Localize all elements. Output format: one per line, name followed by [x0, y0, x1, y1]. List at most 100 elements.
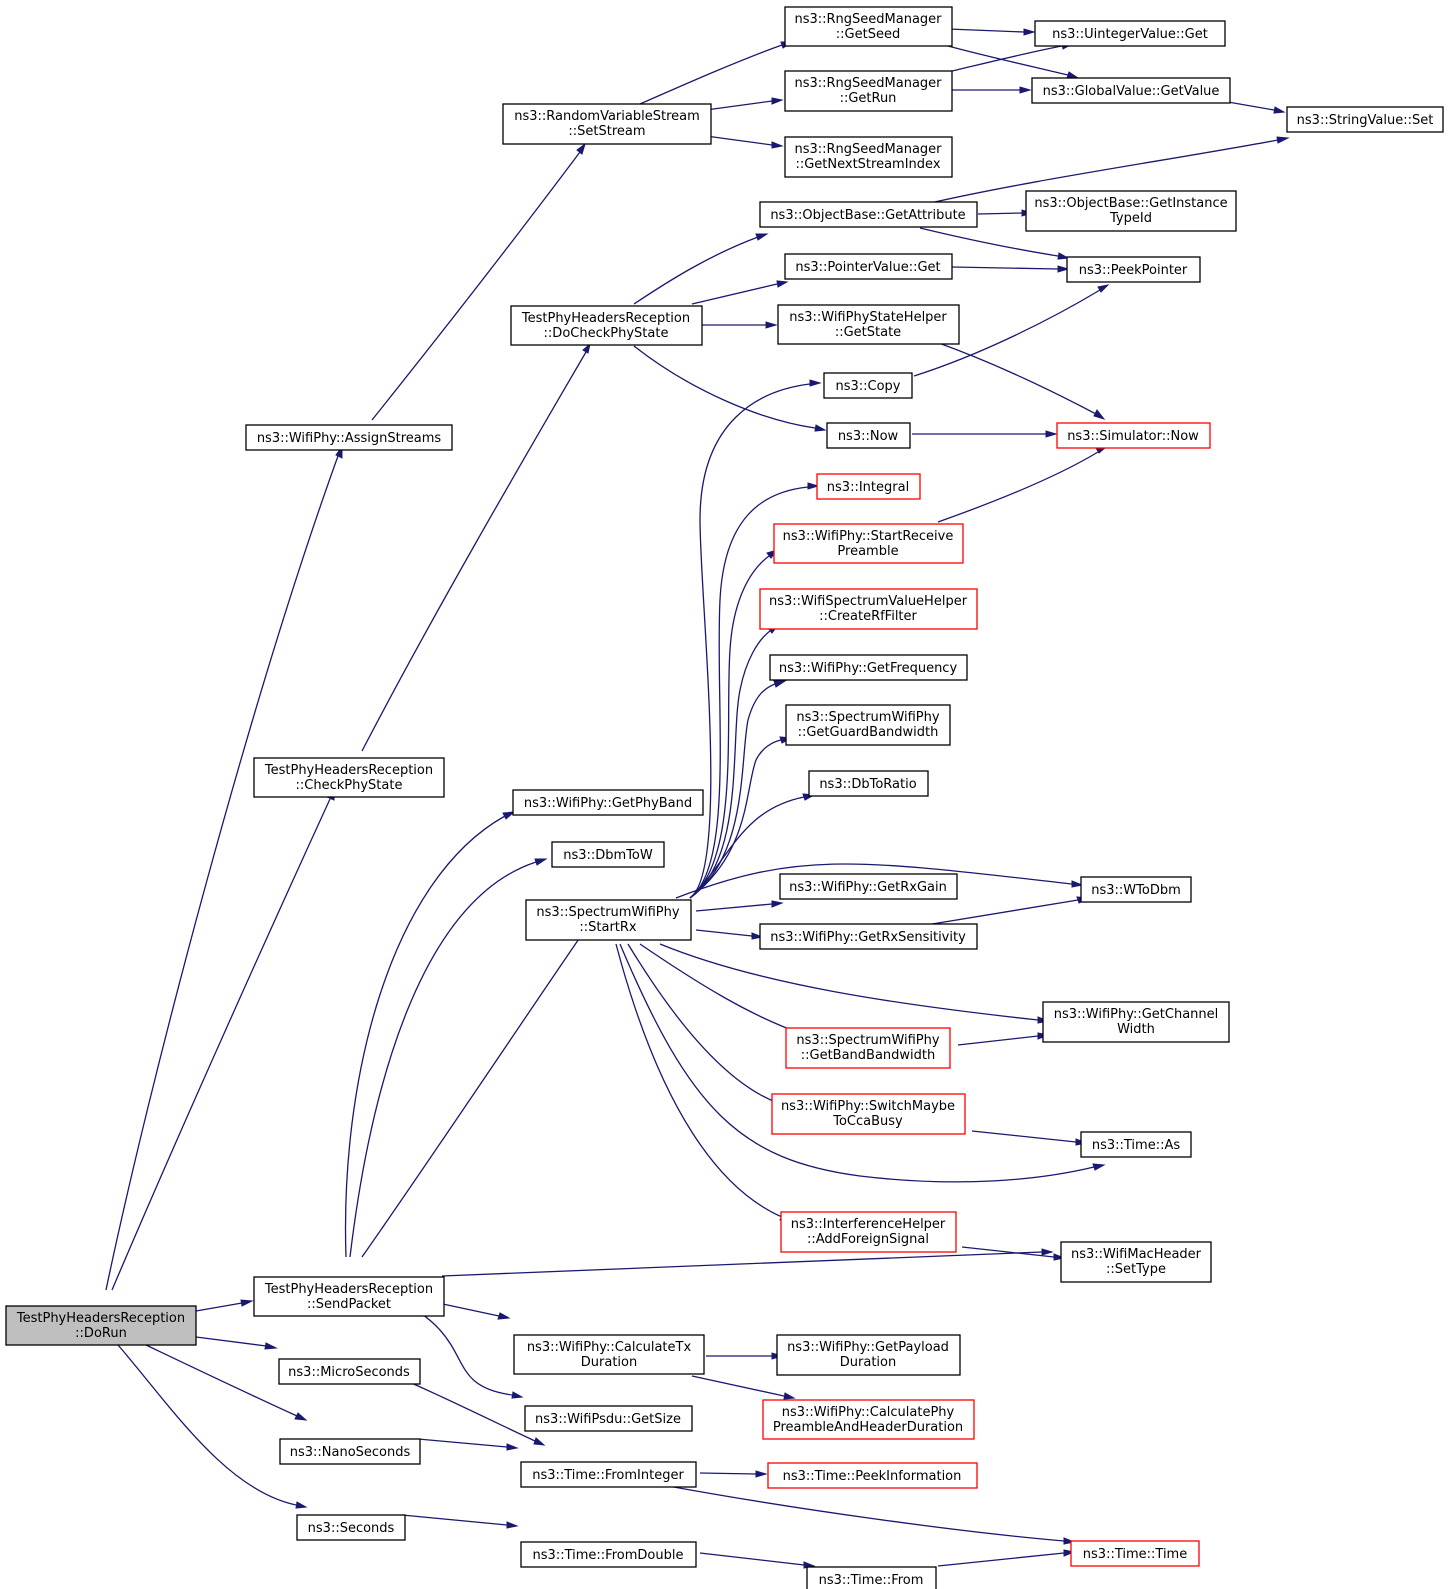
edge-startrx-copy [689, 379, 822, 899]
node-from[interactable]: ns3::Time::From [806, 1566, 937, 1589]
node-simnow[interactable]: ns3::Simulator::Now [1056, 422, 1211, 449]
node-timeas-line1: ns3::Time::As [1092, 1138, 1181, 1153]
edge-dorun-nano [145, 1344, 308, 1421]
edge-startrx-chanwidth [659, 943, 1050, 1024]
node-copy-box [823, 372, 913, 399]
edge-switchcca-timeas [971, 1130, 1088, 1146]
function-nodes: TestPhyHeadersReception::DoRun ns3::Wifi… [5, 6, 1444, 1589]
node-bandbw-line1: ns3::SpectrumWifiPhy [796, 1033, 939, 1048]
edge-getattr-gettypeid [977, 209, 1034, 217]
node-guardbw[interactable]: ns3::SpectrumWifiPhy::GetGuardBandwidth [785, 704, 951, 746]
node-timeas[interactable]: ns3::Time::As [1080, 1131, 1192, 1158]
node-integral[interactable]: ns3::Integral [816, 473, 921, 500]
node-peekinfo[interactable]: ns3::Time::PeekInformation [767, 1462, 978, 1489]
node-checkphy-line2: ::CheckPhyState [296, 778, 403, 793]
node-getnext[interactable]: ns3::RngSeedManager::GetNextStreamIndex [784, 136, 953, 178]
node-uintget[interactable]: ns3::UintegerValue::Get [1034, 20, 1226, 47]
node-calctx-line2: Duration [581, 1355, 637, 1370]
node-setstream[interactable]: ns3::RandomVariableStream::SetStream [502, 103, 712, 145]
node-dorun[interactable]: TestPhyHeadersReception::DoRun [5, 1305, 197, 1346]
node-fromdouble-box [520, 1541, 697, 1568]
node-docheck-box [510, 305, 703, 346]
node-assign[interactable]: ns3::WifiPhy::AssignStreams [245, 424, 453, 451]
node-createrf-box [759, 588, 978, 630]
node-peekptr[interactable]: ns3::PeekPointer [1066, 256, 1201, 283]
node-wtodbm[interactable]: ns3::WToDbm [1080, 876, 1192, 903]
node-dorun-box [5, 1305, 197, 1346]
edge-getrun-uintget [947, 42, 1074, 73]
node-bandbw[interactable]: ns3::SpectrumWifiPhy::GetBandBandwidth [785, 1027, 951, 1069]
node-addforeign-line1: ns3::InterferenceHelper [791, 1217, 946, 1232]
node-getphyband[interactable]: ns3::WifiPhy::GetPhyBand [512, 789, 704, 816]
node-assign-line1: ns3::WifiPhy::AssignStreams [257, 431, 442, 446]
node-checkphy[interactable]: TestPhyHeadersReception::CheckPhyState [253, 757, 445, 798]
node-calcpre[interactable]: ns3::WifiPhy::CalculatePhyPreambleAndHea… [762, 1399, 975, 1440]
node-sendpkt-line1: TestPhyHeadersReception [264, 1282, 433, 1297]
node-getstate[interactable]: ns3::WifiPhyStateHelper::GetState [777, 304, 960, 345]
edge-getseed-getvalue [947, 45, 1080, 79]
node-getattr-line1: ns3::ObjectBase::GetAttribute [770, 208, 965, 223]
edge-now-simnow [912, 430, 1058, 438]
edge-startrx-switchcca [627, 943, 789, 1108]
node-dbmtow[interactable]: ns3::DbmToW [551, 841, 665, 868]
node-getrun[interactable]: ns3::RngSeedManager::GetRun [784, 70, 953, 112]
node-settype[interactable]: ns3::WifiMacHeader::SetType [1060, 1241, 1212, 1283]
node-createrf-line2: ::CreateRfFilter [819, 609, 917, 624]
node-checkphy-box [253, 757, 445, 798]
node-now[interactable]: ns3::Now [826, 422, 911, 449]
node-addforeign[interactable]: ns3::InterferenceHelper::AddForeignSigna… [780, 1211, 957, 1253]
node-simnow-line1: ns3::Simulator::Now [1067, 429, 1199, 444]
node-peekinfo-box [767, 1462, 978, 1489]
node-frominteger[interactable]: ns3::Time::FromInteger [520, 1461, 697, 1488]
node-getseed[interactable]: ns3::RngSeedManager::GetSeed [784, 6, 953, 47]
node-dbtoratio-box [808, 770, 929, 797]
node-micro[interactable]: ns3::MicroSeconds [278, 1358, 421, 1385]
node-ptrget[interactable]: ns3::PointerValue::Get [784, 253, 953, 280]
node-sendpkt[interactable]: TestPhyHeadersReception::SendPacket [253, 1276, 445, 1317]
node-getrxgain[interactable]: ns3::WifiPhy::GetRxGain [779, 873, 958, 900]
node-getfreq[interactable]: ns3::WifiPhy::GetFrequency [769, 654, 968, 681]
edge-startrx-createrf [689, 624, 780, 899]
node-psdusize[interactable]: ns3::WifiPsdu::GetSize [524, 1405, 693, 1432]
edge-startrx-getrxsens [695, 929, 764, 940]
node-nano[interactable]: ns3::NanoSeconds [279, 1438, 421, 1465]
node-seconds-box [296, 1514, 406, 1541]
node-getseed-box [784, 6, 953, 47]
node-getseed-line2: ::GetSeed [836, 27, 900, 42]
node-createrf[interactable]: ns3::WifiSpectrumValueHelper::CreateRfFi… [759, 588, 978, 630]
node-timetime[interactable]: ns3::Time::Time [1070, 1540, 1200, 1567]
edge-docheck-now [633, 345, 827, 432]
node-getattr[interactable]: ns3::ObjectBase::GetAttribute [759, 201, 978, 228]
node-copy[interactable]: ns3::Copy [823, 372, 913, 399]
node-bandbw-box [785, 1027, 951, 1069]
node-strset[interactable]: ns3::StringValue::Set [1286, 106, 1444, 133]
node-fromdouble[interactable]: ns3::Time::FromDouble [520, 1541, 697, 1568]
edge-getrun-getvalue [948, 86, 1032, 94]
node-timetime-line1: ns3::Time::Time [1083, 1547, 1187, 1562]
node-docheck[interactable]: TestPhyHeadersReception::DoCheckPhyState [510, 305, 703, 346]
node-dbtoratio[interactable]: ns3::DbToRatio [808, 770, 929, 797]
node-startpre-line2: Preamble [837, 544, 898, 559]
node-getrxsens[interactable]: ns3::WifiPhy::GetRxSensitivity [759, 923, 978, 950]
edge-startrx-wtodbm [675, 863, 1084, 899]
node-getnext-box [784, 136, 953, 178]
node-getstate-box [777, 304, 960, 345]
node-simnow-box [1056, 422, 1211, 449]
edge-startrx-guardbw [689, 736, 793, 899]
node-getvalue[interactable]: ns3::GlobalValue::GetValue [1031, 77, 1231, 104]
node-startrx[interactable]: ns3::SpectrumWifiPhy::StartRx [525, 899, 692, 941]
node-micro-box [278, 1358, 421, 1385]
node-startpre-box [773, 523, 964, 564]
node-getphyband-line1: ns3::WifiPhy::GetPhyBand [524, 796, 692, 811]
node-switchcca-line2: ToCcaBusy [832, 1114, 903, 1129]
node-dbmtow-box [551, 841, 665, 868]
node-seconds[interactable]: ns3::Seconds [296, 1514, 406, 1541]
node-getstate-line1: ns3::WifiPhyStateHelper [789, 310, 947, 325]
node-getrxsens-box [759, 923, 978, 950]
